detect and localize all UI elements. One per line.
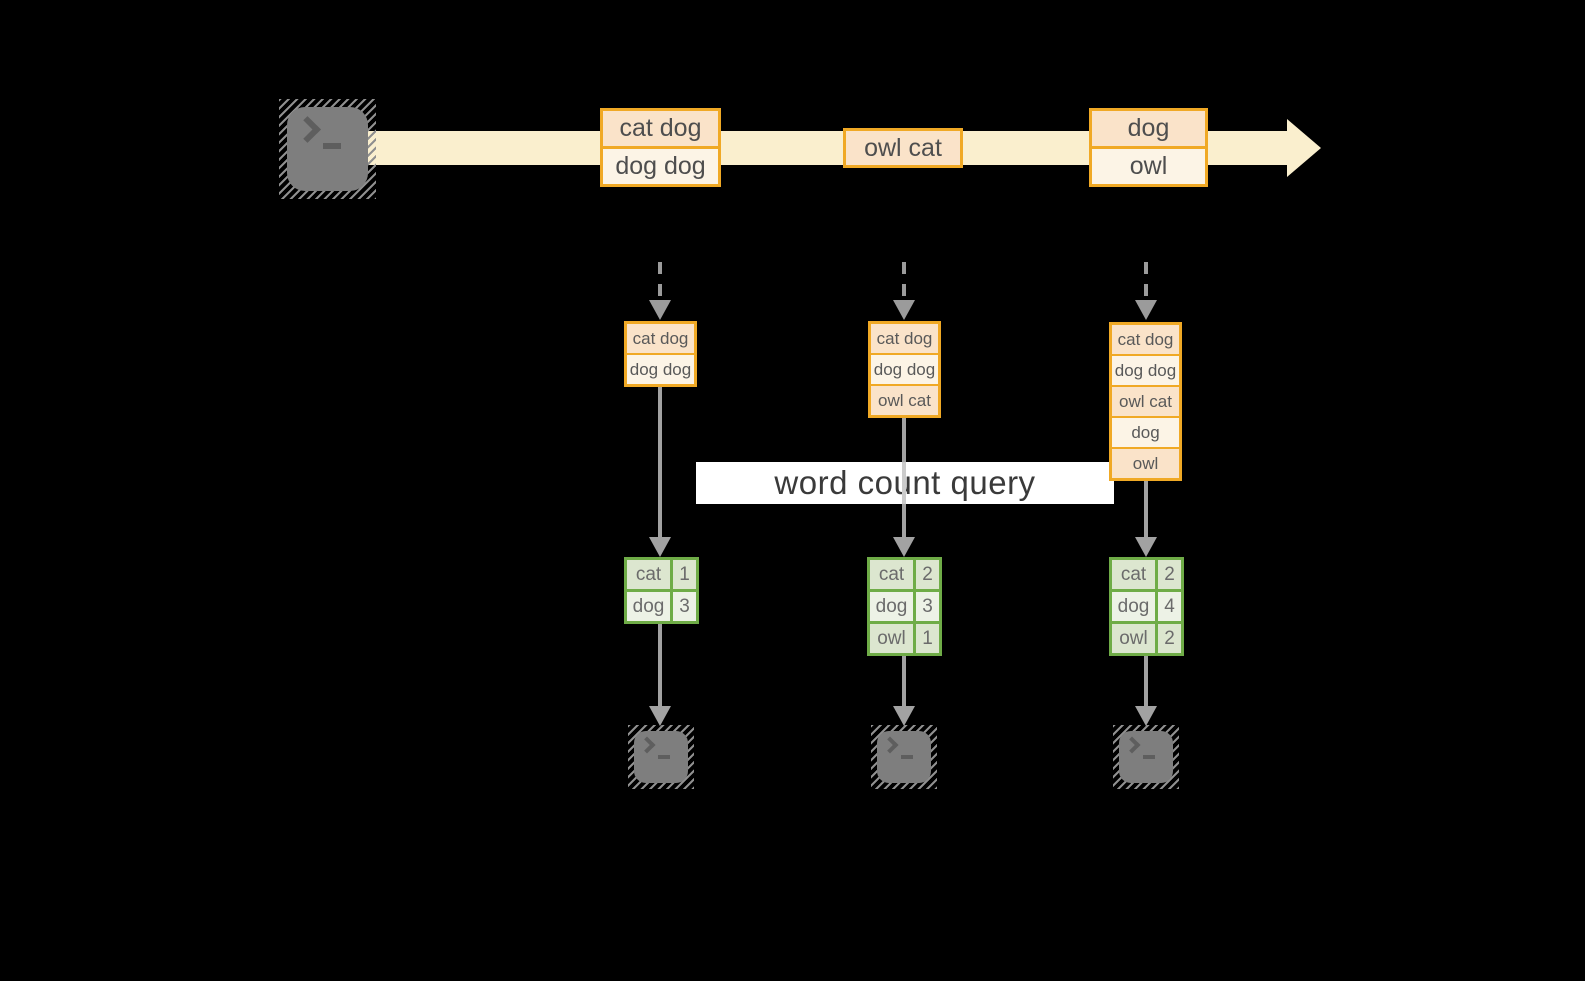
arrow-head-icon: [893, 706, 915, 726]
terminal-prompt-icon: [1123, 736, 1141, 754]
input-stack-2: cat dog dog dog owl cat: [868, 321, 941, 418]
batch-record: dog dog: [603, 149, 718, 184]
batch-record: owl: [1092, 149, 1205, 184]
arrow-shaft: [658, 387, 662, 537]
batch-record: cat dog: [603, 111, 718, 146]
input-record: dog dog: [627, 355, 694, 384]
arrow-head-icon: [893, 537, 915, 557]
dashed-arrow-head-icon: [649, 300, 671, 320]
arrow-shaft: [902, 656, 906, 706]
word-cell: cat: [870, 560, 913, 589]
dashed-arrow-shaft: [902, 262, 906, 300]
batch-record: dog: [1092, 111, 1205, 146]
word-count-table-3: cat 2 dog 4 owl 2: [1109, 557, 1184, 656]
batch-record: owl cat: [846, 131, 960, 165]
input-stack-3: cat dog dog dog owl cat dog owl: [1109, 322, 1182, 481]
word-cell: cat: [627, 560, 670, 589]
count-cell: 1: [916, 624, 939, 653]
terminal-window-icon: [1119, 731, 1173, 783]
arrow-head-icon: [649, 537, 671, 557]
count-cell: 2: [1158, 560, 1181, 589]
count-cell: 4: [1158, 592, 1181, 621]
input-record: owl: [1112, 449, 1179, 478]
input-stack-1: cat dog dog dog: [624, 321, 697, 387]
source-terminal-icon: [279, 99, 376, 199]
stream-batch-2: owl cat: [843, 128, 963, 168]
count-cell: 1: [673, 560, 696, 589]
terminal-cursor-icon: [901, 755, 913, 759]
sink-terminal-icon: [871, 725, 937, 789]
dashed-arrow-head-icon: [1135, 300, 1157, 320]
arrow-shaft: [658, 624, 662, 706]
terminal-prompt-icon: [881, 736, 899, 754]
dashed-arrow-shaft: [658, 262, 662, 300]
sink-terminal-icon: [628, 725, 694, 789]
stream-arrow-head-icon: [1287, 119, 1321, 177]
input-record: owl cat: [1112, 387, 1179, 416]
arrow-head-icon: [649, 706, 671, 726]
dashed-arrow-shaft: [1144, 262, 1148, 300]
arrow-head-icon: [1135, 706, 1157, 726]
dashed-arrow-head-icon: [893, 300, 915, 320]
terminal-window-icon: [287, 107, 368, 191]
stream-batch-3: dog owl: [1089, 108, 1208, 187]
sink-terminal-icon: [1113, 725, 1179, 789]
terminal-cursor-icon: [1143, 755, 1155, 759]
arrow-through-banner: [902, 462, 906, 504]
word-cell: owl: [1112, 624, 1155, 653]
input-record: cat dog: [1112, 325, 1179, 354]
word-cell: dog: [627, 592, 670, 621]
word-cell: dog: [870, 592, 913, 621]
count-cell: 3: [916, 592, 939, 621]
terminal-window-icon: [634, 731, 688, 783]
input-record: dog dog: [871, 355, 938, 384]
word-cell: owl: [870, 624, 913, 653]
word-cell: cat: [1112, 560, 1155, 589]
terminal-window-icon: [877, 731, 931, 783]
terminal-prompt-icon: [638, 736, 656, 754]
input-record: cat dog: [871, 324, 938, 353]
word-count-table-2: cat 2 dog 3 owl 1: [867, 557, 942, 656]
terminal-prompt-icon: [294, 116, 321, 143]
arrow-shaft: [1144, 481, 1148, 537]
input-record: dog dog: [1112, 356, 1179, 385]
arrow-shaft: [1144, 656, 1148, 706]
input-record: owl cat: [871, 386, 938, 415]
stream-batch-1: cat dog dog dog: [600, 108, 721, 187]
input-record: dog: [1112, 418, 1179, 447]
count-cell: 2: [916, 560, 939, 589]
input-record: cat dog: [627, 324, 694, 353]
arrow-head-icon: [1135, 537, 1157, 557]
word-count-table-1: cat 1 dog 3: [624, 557, 699, 624]
count-cell: 3: [673, 592, 696, 621]
word-cell: dog: [1112, 592, 1155, 621]
terminal-cursor-icon: [323, 143, 341, 149]
count-cell: 2: [1158, 624, 1181, 653]
terminal-cursor-icon: [658, 755, 670, 759]
